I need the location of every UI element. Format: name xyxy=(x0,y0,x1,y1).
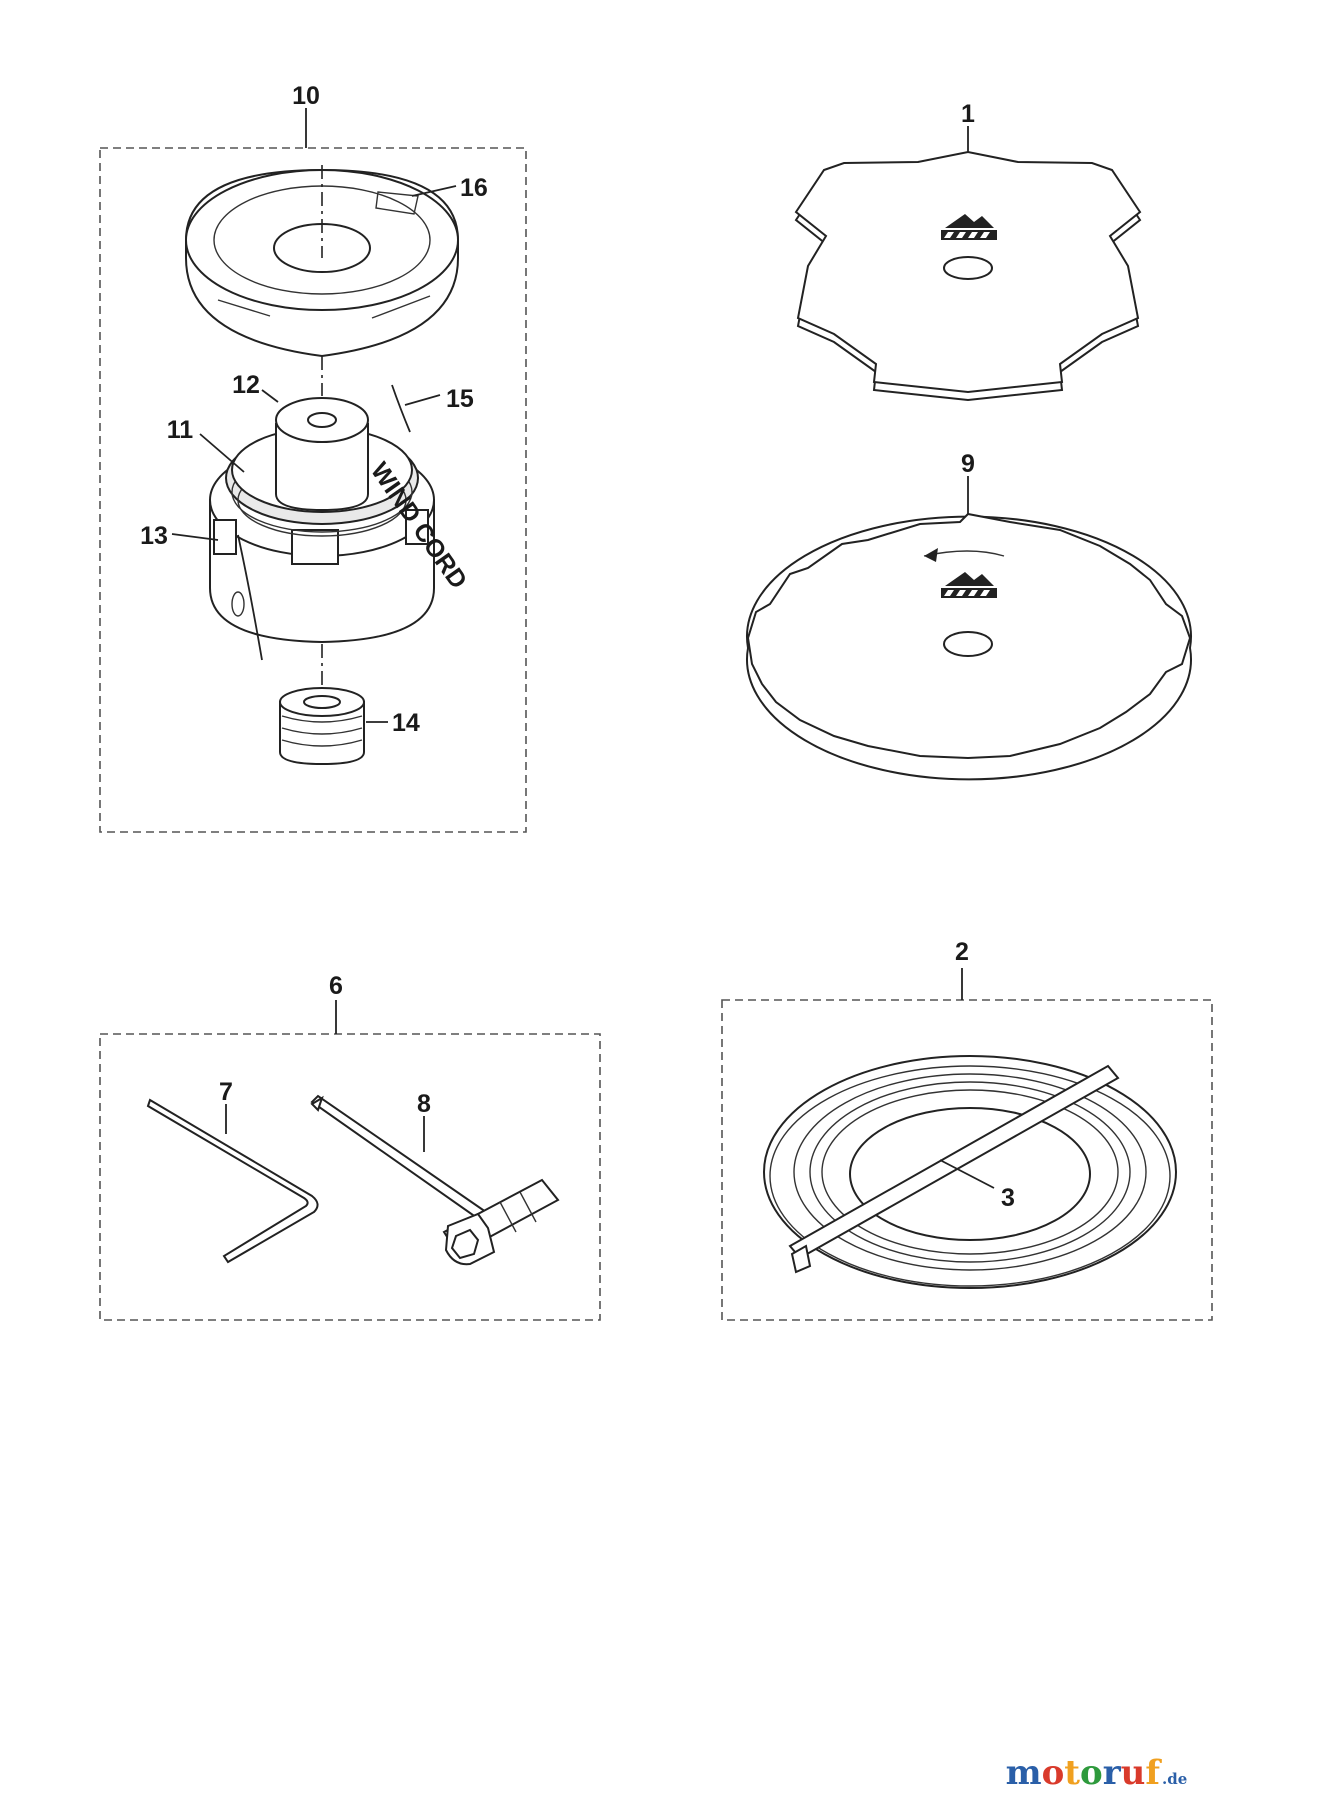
label-14: 14 xyxy=(392,709,420,737)
group-10-frame xyxy=(99,147,527,833)
part-14-threaded-insert xyxy=(279,687,365,766)
label-1: 1 xyxy=(961,100,975,128)
label-7: 7 xyxy=(219,1078,233,1106)
part-16-spool-cover xyxy=(185,168,459,358)
label-13: 13 xyxy=(140,522,168,550)
wm-letter-5: u xyxy=(1121,1753,1146,1793)
part-9-saw-blade: 9 xyxy=(746,450,1192,781)
wm-letter-2: t xyxy=(1064,1753,1080,1793)
rotation-arrow-icon xyxy=(923,548,1005,562)
group-10-trimmer-head: 10 16 WIND CORD xyxy=(99,82,527,833)
wm-letter-1: o xyxy=(1042,1753,1065,1793)
part-7-hex-key xyxy=(146,1098,319,1264)
part-1-grass-blade: 1 xyxy=(794,100,1142,402)
group-6-frame xyxy=(99,1033,601,1321)
svg-text:motoruf: motoruf xyxy=(1006,1753,1163,1793)
group-2-frame xyxy=(721,999,1213,1321)
wm-letter-4: r xyxy=(1103,1753,1122,1793)
label-9: 9 xyxy=(961,450,975,478)
saw-blade-logo-icon xyxy=(941,572,997,598)
wm-letter-6: f xyxy=(1145,1753,1162,1793)
wm-letter-0: m xyxy=(1006,1753,1042,1793)
group-6-tool-set: 6 7 8 xyxy=(99,972,601,1321)
part-12-hub xyxy=(275,397,369,512)
part-8-t-wrench xyxy=(310,1094,560,1266)
wm-suffix: .de xyxy=(1162,1770,1187,1788)
label-3: 3 xyxy=(1001,1184,1015,1212)
label-15: 15 xyxy=(446,385,474,413)
part-3-cutting-line-coil xyxy=(763,1055,1177,1289)
label-11: 11 xyxy=(167,416,194,444)
label-8: 8 xyxy=(417,1090,431,1118)
label-10: 10 xyxy=(292,82,320,110)
label-16: 16 xyxy=(460,174,488,202)
label-6: 6 xyxy=(329,972,343,1000)
motoruf-watermark: motoruf .de xyxy=(1006,1753,1188,1793)
label-2: 2 xyxy=(955,938,969,966)
part-15-line xyxy=(391,384,411,433)
label-12: 12 xyxy=(232,371,260,399)
group-2-cutting-line: 2 3 xyxy=(721,938,1213,1321)
wm-letter-3: o xyxy=(1080,1753,1103,1793)
blade-logo-icon xyxy=(941,214,997,240)
